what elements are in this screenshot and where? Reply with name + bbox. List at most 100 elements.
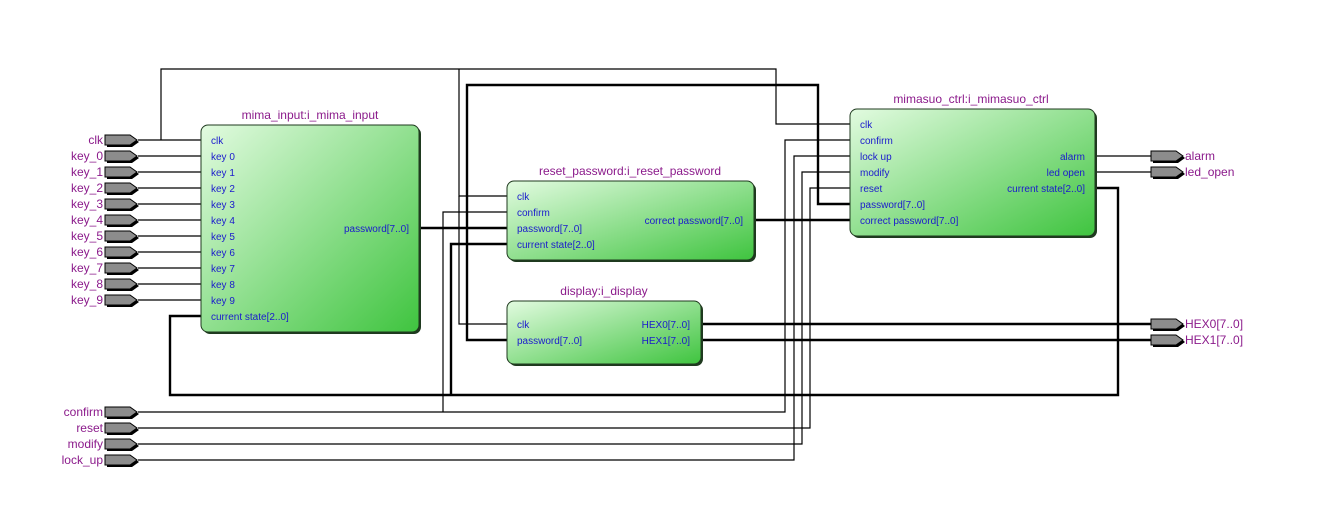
input-pin-icon — [104, 198, 138, 210]
input-pin-icon — [104, 438, 138, 450]
input-pin-label: key_2 — [71, 181, 103, 195]
input-pin-icon — [104, 278, 138, 290]
block-title: display:i_display — [560, 284, 647, 298]
output-pin-hex0-7-0[interactable]: HEX0[7..0] — [1150, 317, 1243, 331]
input-pin-icon — [104, 134, 138, 146]
input-pin-key-7[interactable]: key_7 — [71, 261, 139, 275]
input-pins: clk key_0 key_1 key_2 key_3 key_4 key_5 key_6ke… — [62, 133, 139, 467]
input-pin-label: key_4 — [71, 213, 103, 227]
port-in-key-1: key 1 — [211, 168, 235, 179]
port-in-lock-up: lock up — [860, 152, 892, 163]
input-pin-label: reset — [76, 421, 103, 435]
port-out-hex1-7-0: HEX1[7..0] — [642, 336, 691, 347]
port-in-confirm: confirm — [517, 208, 550, 219]
port-in-key-9: key 9 — [211, 296, 235, 307]
port-in-password-7-0: password[7..0] — [860, 200, 925, 211]
wire-confirm-to-reset[interactable] — [442, 211, 507, 412]
port-in-key-5: key 5 — [211, 232, 235, 243]
input-pin-clk[interactable]: clk — [88, 133, 139, 147]
input-pin-icon — [104, 262, 138, 274]
output-pin-label: led_open — [1185, 165, 1234, 179]
port-out-correct-password-7-0: correct password[7..0] — [645, 216, 744, 227]
input-pin-reset[interactable]: reset — [76, 421, 139, 435]
input-pin-key-5[interactable]: key_5 — [71, 229, 139, 243]
input-pin-label: modify — [68, 437, 103, 451]
bus-password-to-display[interactable] — [465, 228, 507, 342]
input-pin-key-4[interactable]: key_4 — [71, 213, 139, 227]
input-pin-key-8[interactable]: key_8 — [71, 277, 139, 291]
port-in-clk: clk — [517, 320, 530, 331]
input-pin-label: clk — [88, 133, 104, 147]
block-mimasuo-ctrl[interactable]: mimasuo_ctrl:i_mimasuo_ctrl clk confirm lo… — [849, 92, 1097, 238]
port-in-current-state-2-0: current state[2..0] — [211, 312, 289, 323]
input-pin-key-2[interactable]: key_2 — [71, 181, 139, 195]
block-title: mimasuo_ctrl:i_mimasuo_ctrl — [893, 92, 1048, 106]
wires — [138, 68, 1151, 461]
input-pin-label: key_3 — [71, 197, 103, 211]
output-pin-label: HEX0[7..0] — [1185, 317, 1243, 331]
input-pin-icon — [104, 406, 138, 418]
input-pin-confirm[interactable]: confirm — [64, 405, 139, 419]
bus-current-state-to-reset[interactable] — [449, 242, 507, 395]
input-pin-label: key_6 — [71, 245, 103, 259]
input-pin-label: key_5 — [71, 229, 103, 243]
output-pin-label: HEX1[7..0] — [1185, 333, 1243, 347]
port-in-reset: reset — [860, 184, 882, 195]
port-out-current-state-2-0: current state[2..0] — [1007, 184, 1085, 195]
input-pin-key-9[interactable]: key_9 — [71, 293, 139, 307]
wire-clk-to-mimasuo[interactable] — [160, 68, 850, 140]
port-in-clk: clk — [517, 192, 530, 203]
wire-lock-up[interactable] — [138, 155, 850, 461]
input-pin-icon — [104, 294, 138, 306]
output-pin-led-open[interactable]: led_open — [1150, 165, 1234, 179]
output-pin-icon — [1150, 334, 1184, 346]
input-pin-label: key_1 — [71, 165, 103, 179]
output-pin-icon — [1150, 166, 1184, 178]
output-pin-label: alarm — [1185, 149, 1215, 163]
input-pin-label: key_7 — [71, 261, 103, 275]
input-pin-lock-up[interactable]: lock_up — [62, 453, 139, 467]
bus-current-state-loop[interactable] — [168, 186, 1120, 397]
port-in-correct-password-7-0: correct password[7..0] — [860, 216, 959, 227]
input-pin-icon — [104, 214, 138, 226]
input-pin-icon — [104, 422, 138, 434]
port-in-modify: modify — [860, 168, 889, 179]
block-title: reset_password:i_reset_password — [539, 164, 721, 178]
port-in-clk: clk — [860, 120, 873, 131]
output-pin-alarm[interactable]: alarm — [1150, 149, 1215, 163]
output-pin-hex1-7-0[interactable]: HEX1[7..0] — [1150, 333, 1243, 347]
input-pin-icon — [104, 246, 138, 258]
input-pin-key-6[interactable]: key_6 — [71, 245, 139, 259]
input-pin-label: key_0 — [71, 149, 103, 163]
port-out-password-7-0: password[7..0] — [344, 224, 409, 235]
wire-modify[interactable] — [138, 171, 850, 445]
wire-reset[interactable] — [138, 187, 850, 429]
block-display[interactable]: display:i_display clkpassword[7..0]HEX0[… — [506, 284, 703, 366]
input-pin-modify[interactable]: modify — [68, 437, 139, 451]
port-in-key-0: key 0 — [211, 152, 235, 163]
input-pin-icon — [104, 230, 138, 242]
wire-confirm-to-mimasuo[interactable] — [138, 139, 850, 413]
bus-password-to-mimasuo[interactable] — [465, 83, 850, 228]
input-pin-key-1[interactable]: key_1 — [71, 165, 139, 179]
input-pin-key-0[interactable]: key_0 — [71, 149, 139, 163]
wire-clk-to-display[interactable] — [458, 196, 507, 325]
output-pin-icon — [1150, 150, 1184, 162]
port-in-key-4: key 4 — [211, 216, 235, 227]
input-pin-label: lock_up — [62, 453, 104, 467]
port-out-led-open: led open — [1047, 168, 1085, 179]
port-in-key-2: key 2 — [211, 184, 235, 195]
port-in-confirm: confirm — [860, 136, 893, 147]
input-pin-label: key_8 — [71, 277, 103, 291]
port-in-clk: clk — [211, 136, 224, 147]
output-pin-icon — [1150, 318, 1184, 330]
block-reset-password[interactable]: reset_password:i_reset_password clk confi… — [506, 164, 756, 262]
input-pin-key-3[interactable]: key_3 — [71, 197, 139, 211]
input-pin-label: confirm — [64, 405, 103, 419]
port-in-current-state-2-0: current state[2..0] — [517, 240, 595, 251]
block-title: mima_input:i_mima_input — [242, 108, 379, 122]
input-pin-icon — [104, 150, 138, 162]
block-mima-input[interactable]: mima_input:i_mima_input clk key 0 key 1 key… — [200, 108, 421, 334]
